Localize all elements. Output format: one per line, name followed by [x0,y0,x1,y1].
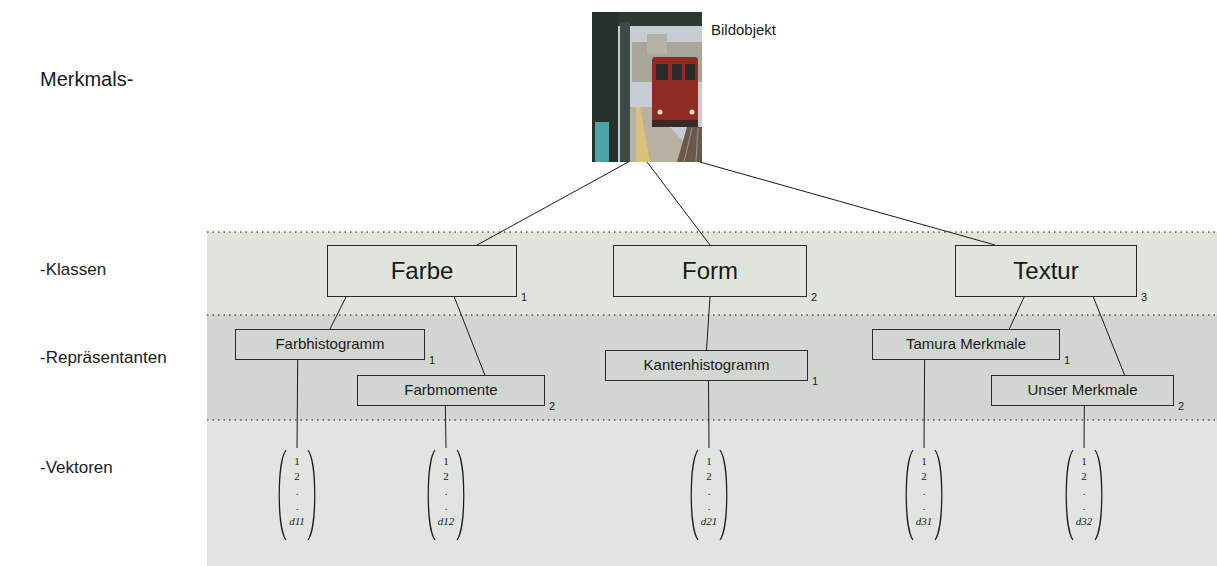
box-label: Tamura Merkmale [906,336,1026,353]
representative-box: Farbmomente2 [357,375,545,406]
vector-entry: . [296,484,299,499]
index-number: 1 [812,375,818,387]
vector-entry: . [708,499,711,514]
left-bracket [906,450,913,540]
connector-line [445,406,447,448]
representative-box: Farbhistogramm1 [235,329,425,360]
vector-entry: d32 [1076,514,1093,529]
box-label: Form [682,258,738,284]
index-number: 1 [429,354,435,366]
vector-entry: . [1083,499,1086,514]
box-label: Textur [1013,258,1078,284]
vector-entry: 1 [1081,454,1087,469]
feature-vector: 12..d32 [1064,448,1104,542]
vector-entry: 2 [921,469,927,484]
box-label: Kantenhistogramm [644,357,770,374]
feature-heading: Merkmals- [40,68,133,91]
right-bracket [935,450,942,540]
vector-entry: . [923,484,926,499]
image-object: Bildobjekt [592,12,702,162]
feature-class-box: Textur3 [955,245,1137,297]
left-bracket [279,450,286,540]
vector-entry: 2 [294,469,300,484]
vector-entry: d31 [916,514,933,529]
right-bracket [1095,450,1102,540]
right-bracket [720,450,727,540]
vectors-band [207,420,1217,566]
level-label: -Repräsentanten [40,348,167,368]
train-photo [592,12,702,162]
left-bracket [1066,450,1073,540]
vector-entry: 1 [443,454,449,469]
connector-line [477,162,628,245]
feature-class-box: Farbe1 [327,245,517,297]
left-bracket [428,450,435,540]
representative-box: Tamura Merkmale1 [872,329,1060,360]
index-number: 2 [811,291,817,303]
connector-line [1084,406,1085,448]
classes-band [207,232,1217,315]
dotted-separator [207,419,1217,420]
representative-box: Unser Merkmale2 [991,375,1174,406]
index-number: 3 [1141,291,1147,303]
feature-vector: 12..d21 [689,448,729,542]
dotted-separator [207,314,1217,315]
vector-entry: 2 [443,469,449,484]
image-caption: Bildobjekt [711,22,776,39]
feature-class-box: Form2 [613,245,807,297]
connector-line [297,360,299,448]
box-label: Farbmomente [404,382,497,399]
vector-entry: 1 [921,454,927,469]
connector-line [700,162,995,245]
vector-entry: . [708,484,711,499]
level-label: -Vektoren [40,458,113,478]
vector-entry: . [1083,484,1086,499]
index-number: 2 [1178,400,1184,412]
connector-line [924,360,926,448]
feature-vector: 12..d11 [277,448,317,542]
connector-line [1093,297,1124,375]
connector-line [1009,297,1024,329]
connector-line [707,297,711,350]
right-bracket [308,450,315,540]
vector-entry: d21 [701,514,718,529]
vector-entry: 2 [1081,469,1087,484]
dotted-separator [207,231,1217,232]
vector-entry: 1 [294,454,300,469]
vector-entry: 2 [706,469,712,484]
representatives-band [207,315,1217,420]
index-number: 1 [521,291,527,303]
representative-box: Kantenhistogramm1 [605,350,808,381]
feature-vector: 12..d12 [426,448,466,542]
feature-vector: 12..d31 [904,448,944,542]
index-number: 2 [549,400,555,412]
vector-entry: d12 [438,514,455,529]
vector-entry: . [445,499,448,514]
connector-line [647,162,710,245]
vector-entry: . [445,484,448,499]
box-label: Farbhistogramm [275,336,384,353]
left-bracket [691,450,698,540]
box-label: Farbe [391,258,454,284]
connector-line [330,297,346,329]
vector-entry: . [923,499,926,514]
connector-line [708,381,709,448]
box-label: Unser Merkmale [1027,382,1137,399]
vector-entry: d11 [289,514,305,529]
right-bracket [457,450,464,540]
connector-line [454,297,485,375]
level-label: -Klassen [40,260,106,280]
index-number: 1 [1064,354,1070,366]
vector-entry: 1 [706,454,712,469]
vector-entry: . [296,499,299,514]
